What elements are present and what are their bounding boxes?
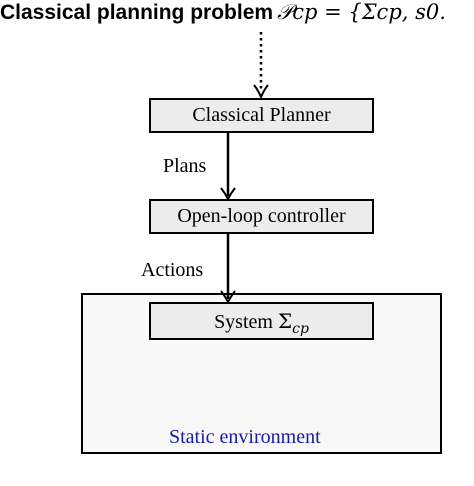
dotted-input-arrow-head (253, 84, 269, 100)
system-label: System Σcp (214, 308, 309, 337)
plans-edge-label: Plans (163, 155, 207, 177)
actions-edge-label: Actions (141, 259, 204, 281)
environment-label: Static environment (169, 426, 321, 448)
heading-bold-text: Classical planning problem (0, 1, 274, 24)
heading-math-text: 𝒫cp = {Σcp, s0. (277, 0, 446, 24)
system-sigma-symbol: Σ (277, 308, 293, 333)
system-label-prefix: System (214, 310, 278, 333)
system-subscript: cp (292, 320, 309, 337)
system-box: System Σcp (149, 302, 374, 340)
problem-heading: Classical planning problem 𝒫cp = {Σcp, s… (0, 0, 474, 30)
classical-planner-box: Classical Planner (149, 98, 374, 133)
open-loop-controller-box: Open-loop controller (149, 199, 374, 234)
plans-arrow-head (220, 187, 236, 202)
actions-arrow-head (220, 290, 236, 305)
open-loop-controller-label: Open-loop controller (177, 205, 346, 227)
classical-planner-label: Classical Planner (192, 104, 331, 126)
